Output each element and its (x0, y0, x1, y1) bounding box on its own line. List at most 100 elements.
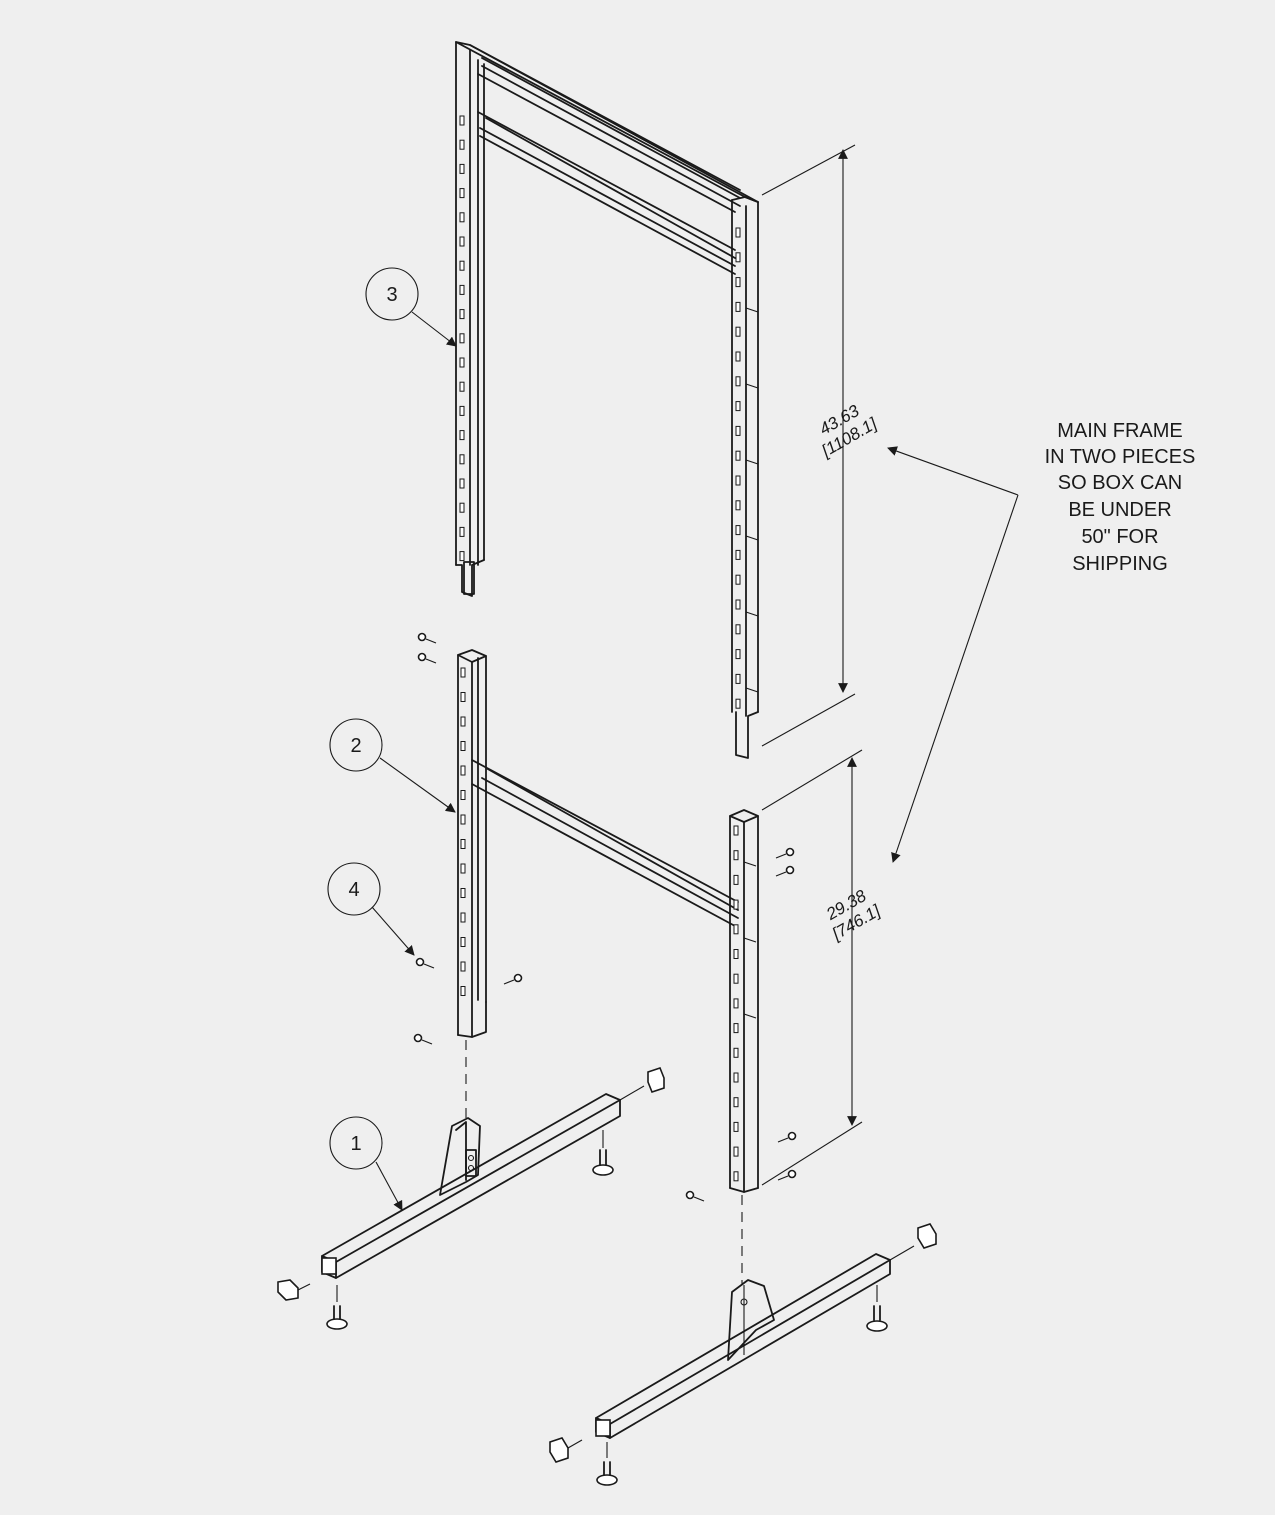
post-divider (745, 459, 759, 465)
post-slot (459, 284, 465, 295)
lower-right-post-slots (733, 825, 757, 1182)
post-divider (743, 1013, 757, 1019)
screw (503, 973, 523, 985)
balloon-3-label: 3 (386, 284, 397, 306)
balloon-4-label: 4 (348, 879, 359, 901)
screw (415, 957, 435, 969)
post-slot (459, 405, 465, 416)
post-slot (460, 863, 466, 874)
screw (417, 652, 437, 664)
post-slot (735, 574, 741, 585)
dimension-upper: 43.63 [1108.1] (761, 144, 881, 747)
post-slot (735, 525, 741, 536)
post-slot (460, 961, 466, 972)
balloon-1-label: 1 (350, 1133, 361, 1155)
post-slot (733, 899, 739, 910)
left-foot-base (277, 1067, 665, 1330)
shipping-note: MAIN FRAME IN TWO PIECES SO BOX CAN BE U… (887, 420, 1196, 863)
post-slot (735, 252, 741, 263)
post-slot (460, 937, 466, 947)
post-slot (735, 698, 741, 709)
post-slot (735, 624, 741, 635)
screws (413, 632, 797, 1202)
post-slot (459, 551, 465, 562)
post-slot (735, 599, 741, 610)
post-divider (745, 687, 759, 693)
note-line-2: IN TWO PIECES (1045, 446, 1196, 468)
post-slot (735, 227, 741, 238)
post-slot (459, 454, 465, 465)
post-slot (460, 888, 466, 898)
balloon-2: 2 (329, 718, 456, 813)
post-slot (733, 1072, 739, 1083)
balloon-2-label: 2 (350, 735, 361, 757)
upper-main-frame (455, 41, 759, 759)
post-slot (459, 139, 465, 150)
post-slot (735, 549, 741, 560)
post-slot (460, 716, 466, 727)
post-slot (735, 351, 741, 362)
screw (685, 1190, 705, 1202)
alignment-lines (465, 1040, 743, 1285)
post-slot (735, 673, 741, 684)
post-divider (743, 937, 757, 943)
note-line-6: SHIPPING (1072, 553, 1168, 575)
lower-left-post-slots (460, 667, 466, 996)
screw (413, 1033, 433, 1045)
post-slot (459, 212, 465, 223)
post-slot (735, 450, 741, 461)
post-slot (460, 765, 466, 776)
post-slot (459, 357, 465, 368)
post-slot (733, 850, 739, 861)
post-slot (459, 430, 465, 441)
post-slot (735, 500, 741, 511)
post-slot (733, 874, 739, 885)
post-slot (733, 825, 739, 836)
note-line-3: SO BOX CAN (1058, 472, 1182, 494)
post-slot (735, 277, 741, 288)
post-divider (743, 861, 757, 867)
post-slot (733, 924, 739, 935)
post-slot (735, 425, 741, 436)
post-slot (460, 839, 466, 849)
post-slot (733, 973, 739, 984)
post-slot (459, 163, 465, 174)
screw (775, 847, 795, 859)
note-line-5: 50" FOR (1081, 526, 1158, 548)
post-slot (459, 236, 465, 247)
post-slot (460, 692, 466, 702)
post-slot (735, 475, 741, 486)
post-divider (745, 307, 759, 313)
dimension-lower: 29.38 [746.1] (761, 749, 885, 1186)
post-slot (735, 649, 741, 660)
post-slot (460, 790, 466, 800)
post-slot (735, 376, 741, 387)
post-slot (460, 912, 466, 923)
post-slot (733, 1171, 739, 1182)
upper-right-post-slots (735, 227, 759, 709)
post-slot (459, 188, 465, 199)
post-slot (733, 1121, 739, 1132)
post-slot (733, 998, 739, 1009)
lower-main-frame (457, 649, 759, 1193)
screw (775, 865, 795, 877)
post-slot (733, 1097, 739, 1108)
post-slot (733, 1023, 739, 1034)
post-slot (733, 949, 739, 959)
screw (777, 1131, 797, 1143)
post-slot (460, 986, 466, 996)
upper-left-post-slots (459, 115, 465, 562)
post-slot (460, 667, 466, 678)
balloon-3: 3 (365, 267, 457, 347)
post-slot (735, 301, 741, 312)
post-divider (745, 611, 759, 617)
balloon-4: 4 (327, 862, 415, 956)
post-slot (459, 478, 465, 489)
post-slot (459, 260, 465, 271)
screw (777, 1169, 797, 1181)
post-slot (735, 401, 741, 412)
post-slot (459, 309, 465, 320)
post-slot (459, 526, 465, 537)
post-slot (735, 326, 741, 337)
